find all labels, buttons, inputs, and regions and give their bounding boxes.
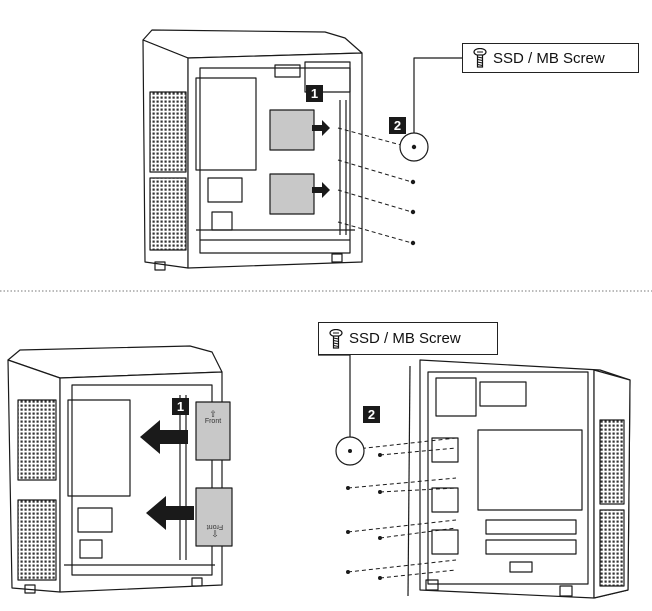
top-case	[142, 29, 462, 271]
top-screw-callout: SSD / MB Screw	[462, 43, 639, 73]
tray-lower-label: ⇩ Front	[202, 522, 228, 539]
bottom-right-case	[318, 354, 631, 599]
callout-label: SSD / MB Screw	[349, 330, 461, 347]
step-badge-2: 2	[389, 117, 406, 134]
step-badge-1: 1	[306, 85, 323, 102]
screw-icon	[329, 328, 343, 349]
arrow-down-icon: ⇩	[211, 529, 219, 539]
arrow-up-icon: ⇧	[209, 409, 217, 419]
tray-upper-label: ⇧ Front	[200, 410, 226, 426]
tray-upper-text: Front	[204, 418, 222, 425]
screw-icon	[473, 47, 487, 68]
step-badge-2: 2	[363, 406, 380, 423]
bottom-left-case	[7, 345, 233, 594]
step-badge-1: 1	[172, 398, 189, 415]
bottom-screw-callout: SSD / MB Screw	[318, 322, 498, 355]
callout-label: SSD / MB Screw	[493, 49, 605, 67]
